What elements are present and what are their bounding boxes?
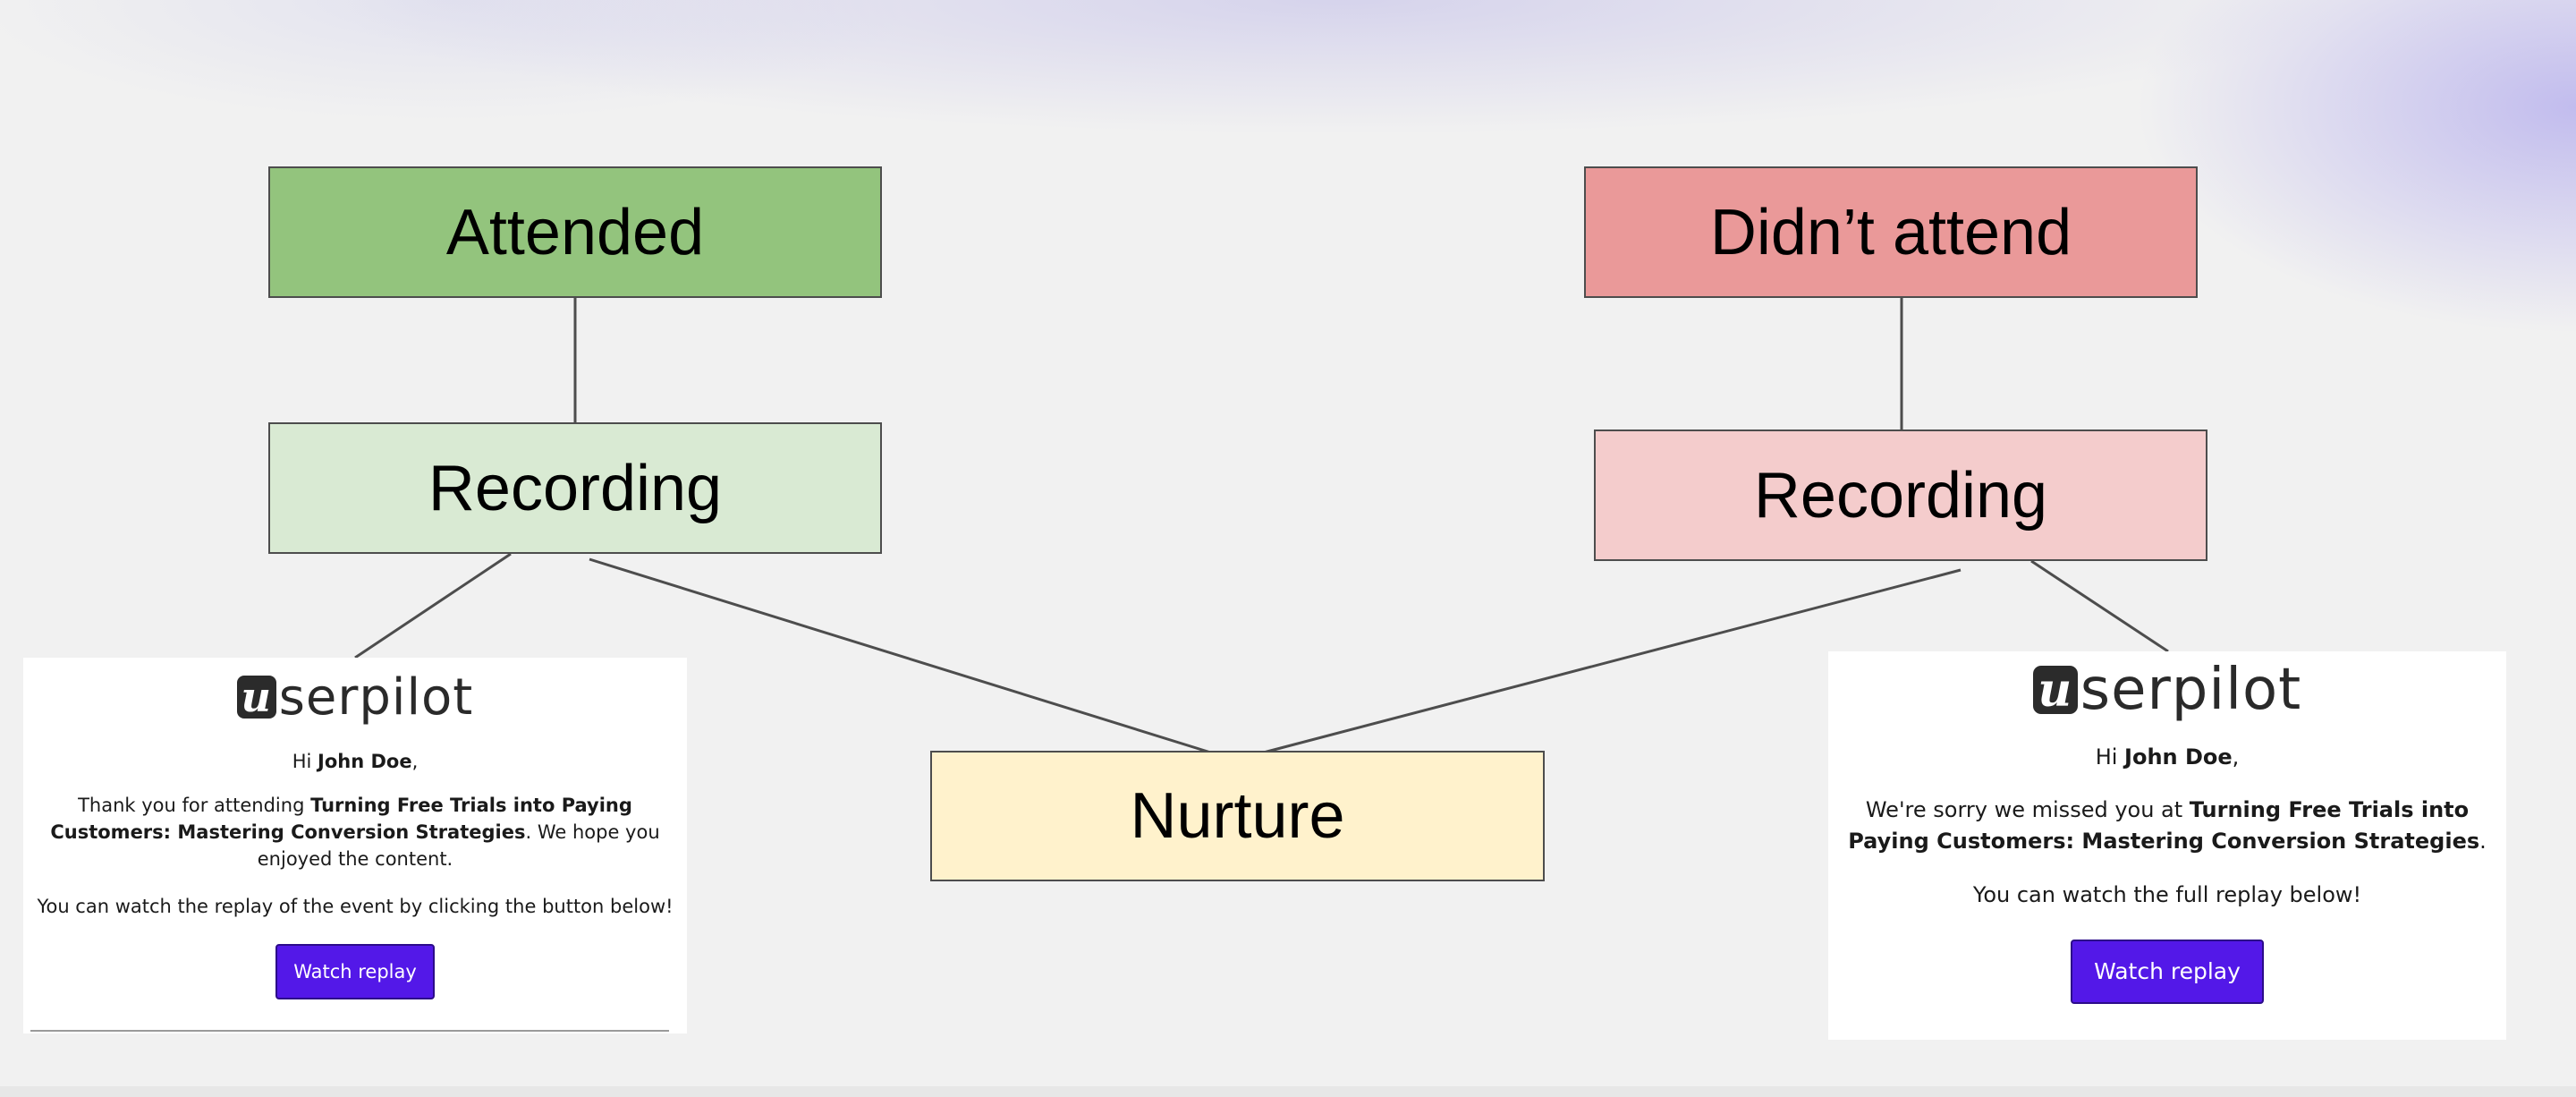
logo-mark: u bbox=[236, 673, 276, 721]
userpilot-logo: u serpilot bbox=[1828, 657, 2506, 723]
didnt-attend-label: Didn’t attend bbox=[1709, 196, 2072, 268]
email-body: We're sorry we missed you at Turning Fre… bbox=[1848, 797, 2487, 854]
logo-mark: u bbox=[2032, 663, 2078, 718]
greeting: Hi John Doe, bbox=[292, 751, 419, 772]
event-title: Turning Free Trials into Paying Customer… bbox=[1848, 797, 2480, 854]
nurture-label: Nurture bbox=[1130, 780, 1345, 852]
event-title: Turning Free Trials into Paying Customer… bbox=[50, 795, 632, 843]
logo-text: serpilot bbox=[2080, 657, 2302, 723]
connector-recording-to-left-email bbox=[354, 552, 512, 659]
recording-didnt-attend-label: Recording bbox=[1753, 459, 2048, 531]
watch-replay-button[interactable]: Watch replay bbox=[275, 944, 435, 999]
connector-right-recording-to-nurture bbox=[1256, 568, 1962, 756]
connector-left-recording-to-nurture bbox=[589, 557, 1217, 756]
recording-didnt-attend-box: Recording bbox=[1594, 429, 2207, 561]
attended-label: Attended bbox=[445, 196, 705, 268]
userpilot-logo: u serpilot bbox=[23, 668, 687, 727]
didnt-attend-box: Didn’t attend bbox=[1584, 166, 2198, 298]
recipient-name: John Doe bbox=[2124, 744, 2233, 770]
recording-attended-label: Recording bbox=[428, 452, 723, 524]
didnt-attend-email-preview: u serpilot Hi John Doe, We're sorry we m… bbox=[1828, 651, 2506, 1040]
logo-text: serpilot bbox=[278, 668, 474, 727]
attended-box: Attended bbox=[268, 166, 882, 298]
greeting: Hi John Doe, bbox=[2095, 744, 2240, 770]
watch-replay-button[interactable]: Watch replay bbox=[2071, 940, 2264, 1004]
attended-email-preview: u serpilot Hi John Doe, Thank you for at… bbox=[23, 658, 687, 1033]
email-cta-text: You can watch the full replay below! bbox=[1972, 882, 2362, 907]
recording-attended-box: Recording bbox=[268, 422, 882, 554]
email-body: Thank you for attending Turning Free Tri… bbox=[50, 795, 660, 870]
recipient-name: John Doe bbox=[318, 751, 412, 772]
email-divider bbox=[30, 1030, 669, 1032]
nurture-box: Nurture bbox=[930, 751, 1545, 881]
bottom-band bbox=[0, 1086, 2576, 1097]
email-cta-text: You can watch the replay of the event by… bbox=[37, 896, 674, 917]
connector-recording-to-right-email bbox=[2030, 559, 2169, 653]
